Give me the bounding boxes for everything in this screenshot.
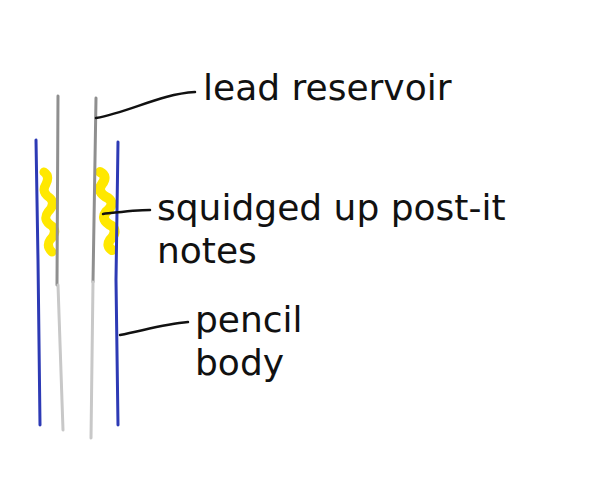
part-label: lead reservoir xyxy=(203,66,583,109)
leader-line xyxy=(96,92,195,118)
leader-line xyxy=(120,322,188,335)
tube-left xyxy=(58,285,63,430)
part-label: pencil body xyxy=(195,298,345,384)
pencil-body-right xyxy=(116,142,118,425)
post-it-left xyxy=(44,172,55,252)
reservoir-left xyxy=(57,96,58,285)
pencil-body-left xyxy=(36,140,40,425)
tube-right xyxy=(91,282,93,438)
leader-line xyxy=(103,210,150,214)
reservoir-right xyxy=(93,98,96,282)
part-label: squidged up post-it notes xyxy=(157,186,587,272)
post-it-right xyxy=(100,172,115,250)
